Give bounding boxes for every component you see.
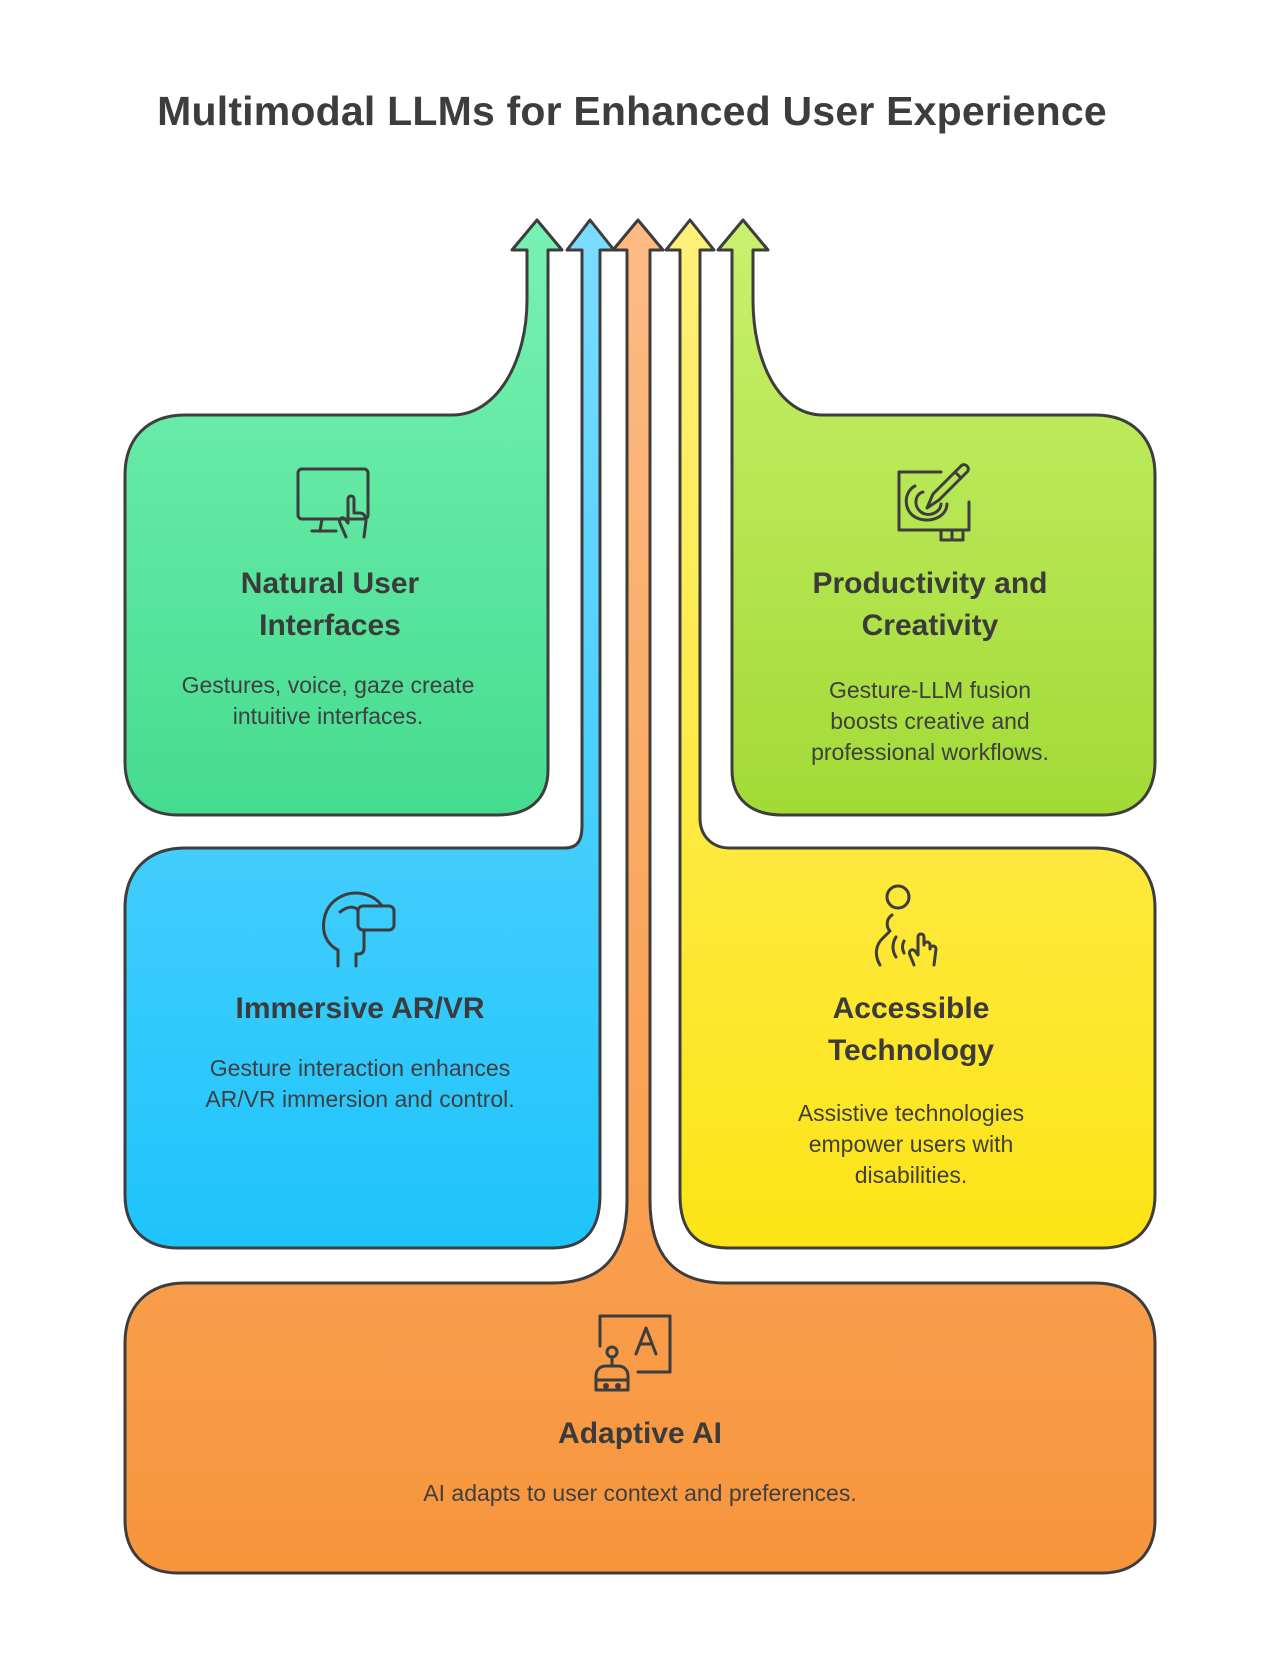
immersive-shape	[123, 218, 616, 1250]
accessible-shape	[664, 218, 1157, 1250]
vr-headset-icon	[318, 888, 400, 970]
touchscreen-hand-icon	[294, 465, 376, 541]
productivity-title: Productivity and Creativity	[812, 567, 1048, 642]
adaptive-shape	[123, 218, 1157, 1575]
adaptive-title: Adaptive AI	[558, 1417, 722, 1450]
productivity-description: Gesture-LLM fusion boosts creative and p…	[811, 677, 1049, 765]
immersive-description: Gesture interaction enhances AR/VR immer…	[205, 1055, 515, 1112]
page-title: Multimodal LLMs for Enhanced User Experi…	[157, 88, 1107, 134]
robot-language-icon	[590, 1310, 676, 1394]
immersive-title: Immersive AR/VR	[235, 992, 485, 1025]
drawing-tablet-pen-icon	[893, 458, 981, 544]
natural-ui-description: Gestures, voice, gaze create intuitive i…	[181, 672, 475, 729]
accessible-description: Assistive technologies empower users wit…	[797, 1100, 1025, 1188]
accessible-title: Accessible Technology	[827, 992, 995, 1067]
assistive-touch-icon	[866, 883, 950, 969]
natural-ui-title: Natural User Interfaces	[240, 567, 420, 642]
adaptive-description: AI adapts to user context and preference…	[423, 1480, 857, 1506]
